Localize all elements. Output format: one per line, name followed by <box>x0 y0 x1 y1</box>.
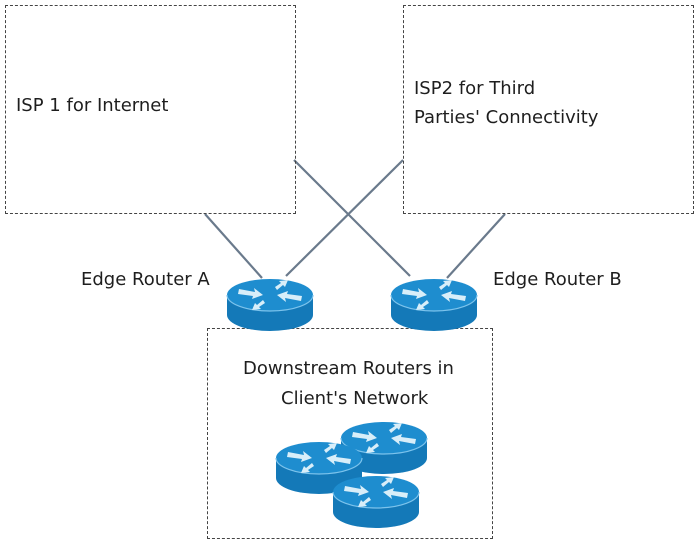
downstream-label-line2: Client's Network <box>281 388 429 409</box>
downstream-box <box>207 328 493 539</box>
downstream-router-icon-front[interactable] <box>331 472 421 532</box>
isp2-label-line1: ISP2 for Third <box>414 78 536 99</box>
link-isp1-router-a <box>204 213 263 279</box>
edge-router-a-label: Edge Router A <box>81 269 210 290</box>
link-isp2-router-a <box>285 159 404 277</box>
edge-router-b-label: Edge Router B <box>493 269 622 290</box>
isp1-box <box>5 5 296 214</box>
link-isp2-router-b <box>446 213 506 279</box>
isp2-box <box>403 5 694 214</box>
downstream-label-line1: Downstream Routers in <box>243 358 454 379</box>
link-isp1-router-b <box>293 159 411 277</box>
edge-router-b-icon[interactable] <box>389 275 479 335</box>
isp1-label: ISP 1 for Internet <box>16 95 169 116</box>
edge-router-a-icon[interactable] <box>225 275 315 335</box>
isp2-label-line2: Parties' Connectivity <box>414 107 599 128</box>
